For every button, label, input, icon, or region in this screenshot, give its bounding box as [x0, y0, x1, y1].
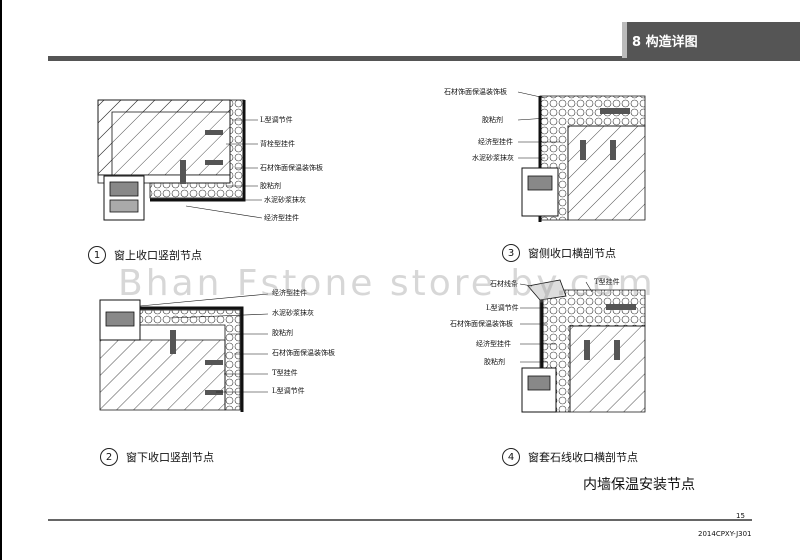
page-number: 15 [736, 512, 745, 520]
detail-number: 2 [100, 448, 118, 466]
detail-title: 窗侧收口横剖节点 [528, 247, 616, 260]
detail-3-label: 经济型挂件 [478, 138, 513, 146]
detail-2-label: L型调节件 [272, 387, 305, 395]
detail-1-label: 水泥砂浆抹灰 [264, 196, 306, 204]
detail-3-caption: 3 窗侧收口横剖节点 [502, 244, 616, 262]
detail-4-drawing [519, 279, 646, 413]
detail-2-caption: 2 窗下收口竖剖节点 [100, 448, 214, 466]
detail-1-label: 背栓型挂件 [260, 140, 295, 148]
detail-2-label: 石材饰面保温装饰板 [272, 349, 335, 357]
detail-title: 窗下收口竖剖节点 [126, 451, 214, 464]
detail-3-label: 石材饰面保温装饰板 [444, 88, 507, 96]
page-frame-border [0, 0, 2, 560]
detail-1-caption: 1 窗上收口竖剖节点 [88, 246, 202, 264]
detail-3-label: 胶粘剂 [482, 116, 503, 124]
detail-1-label: L型调节件 [260, 116, 293, 124]
detail-4-label: L型调节件 [486, 304, 519, 312]
detail-2-label: T型挂件 [272, 369, 298, 377]
section-tab-accent [622, 22, 627, 58]
watermark: Bhan Fstone store by.com [118, 263, 656, 304]
detail-4-label: 胶粘剂 [484, 358, 505, 366]
detail-1-label: 经济型挂件 [264, 214, 299, 222]
detail-2-label: 水泥砂浆抹灰 [272, 309, 314, 317]
detail-2-label: 胶粘剂 [272, 329, 293, 337]
detail-4-label: T型挂件 [594, 278, 620, 286]
detail-number: 3 [502, 244, 520, 262]
header-rule [48, 56, 800, 61]
detail-4-label: 石材饰面保温装饰板 [450, 320, 513, 328]
detail-3-label: 水泥砂浆抹灰 [472, 154, 514, 162]
detail-1-label: 石材饰面保温装饰板 [260, 164, 323, 172]
footer-rule [48, 519, 752, 521]
detail-4-caption: 4 窗套石线收口横剖节点 [502, 448, 638, 466]
sheet-title: 内墙保温安装节点 [583, 477, 695, 493]
detail-4-label: 经济型挂件 [476, 340, 511, 348]
detail-number: 4 [502, 448, 520, 466]
detail-2-drawing [99, 293, 269, 412]
detail-title: 窗上收口竖剖节点 [114, 249, 202, 262]
drawing-code: 2014CPXY-J301 [698, 530, 752, 538]
section-title: 8 构造详图 [632, 34, 698, 50]
detail-4-label: 石材线条 [490, 280, 518, 288]
detail-3-drawing [517, 91, 646, 222]
section-title-tab: 8 构造详图 [622, 22, 800, 58]
detail-number: 1 [88, 246, 106, 264]
detail-title: 窗套石线收口横剖节点 [528, 451, 638, 464]
detail-2-label: 经济型挂件 [272, 289, 307, 297]
detail-1-label: 胶粘剂 [260, 182, 281, 190]
detail-1-drawing [97, 99, 263, 221]
